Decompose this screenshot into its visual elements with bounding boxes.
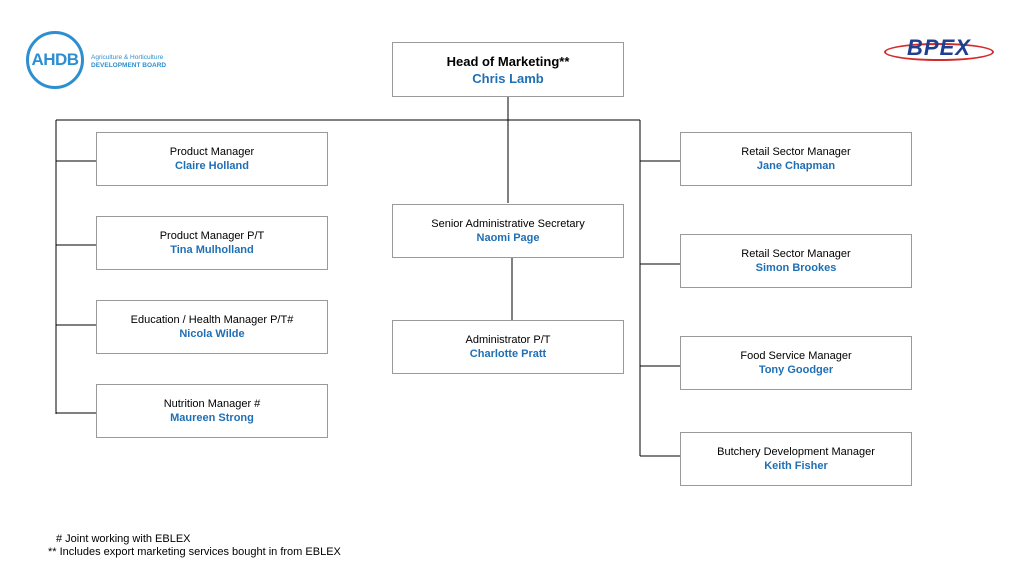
product-manager-pt-box: Product Manager P/T Tina Mulholland [96, 216, 328, 270]
box-role: Senior Administrative Secretary [431, 218, 585, 230]
box-role: Product Manager P/T [159, 230, 265, 242]
ahdb-logo-text: AHDB [31, 50, 79, 69]
butchery-development-manager-box: Butchery Development Manager Keith Fishe… [680, 432, 912, 486]
product-manager-box: Product Manager Claire Holland [96, 132, 328, 186]
ahdb-logo-line2: DEVELOPMENT BOARD [91, 62, 167, 69]
box-person: Charlotte Pratt [469, 348, 547, 360]
box-person: Nicola Wilde [179, 328, 245, 340]
ahdb-logo-line1: Agriculture & Horticulture [91, 54, 164, 61]
box-person: Chris Lamb [472, 70, 544, 86]
box-person: Tina Mulholland [170, 244, 254, 256]
education-health-manager-box: Education / Health Manager P/T# Nicola W… [96, 300, 328, 354]
head-of-marketing-box: Head of Marketing** Chris Lamb [392, 42, 624, 97]
box-role: Retail Sector Manager [741, 248, 851, 260]
box-person: Tony Goodger [758, 364, 834, 376]
bpex-logo-ring [884, 43, 994, 61]
box-role: Administrator P/T [465, 334, 551, 346]
nutrition-manager-box: Nutrition Manager # Maureen Strong [96, 384, 328, 438]
retail-sector-manager-1-box: Retail Sector Manager Jane Chapman [680, 132, 912, 186]
box-person: Keith Fisher [764, 460, 828, 472]
bpex-logo-text: BPEX [907, 35, 971, 60]
bpex-logo: BPEX [884, 34, 996, 64]
box-role: Nutrition Manager # [163, 398, 261, 410]
senior-admin-secretary-box: Senior Administrative Secretary Naomi Pa… [392, 204, 624, 258]
footnotes: # Joint working with EBLEX ** Includes e… [48, 533, 341, 559]
box-role: Retail Sector Manager [741, 146, 851, 158]
footnote-export-services: ** Includes export marketing services bo… [48, 546, 341, 558]
retail-sector-manager-2-box: Retail Sector Manager Simon Brookes [680, 234, 912, 288]
ahdb-logo-subtitle: Agriculture & Horticulture DEVELOPMENT B… [91, 54, 166, 70]
administrator-box: Administrator P/T Charlotte Pratt [392, 320, 624, 374]
ahdb-logo-ring: AHDB [26, 31, 84, 89]
ahdb-logo: AHDB Agriculture & Horticulture DEVELOPM… [26, 31, 186, 95]
box-person: Simon Brookes [755, 262, 837, 274]
box-role: Product Manager [169, 146, 255, 158]
box-person: Jane Chapman [756, 160, 836, 172]
box-person: Claire Holland [175, 160, 249, 172]
box-role: Head of Marketing** [446, 53, 570, 69]
box-person: Maureen Strong [170, 412, 254, 424]
box-role: Butchery Development Manager [717, 446, 875, 458]
box-role: Food Service Manager [740, 350, 852, 362]
box-person: Naomi Page [476, 232, 540, 244]
food-service-manager-box: Food Service Manager Tony Goodger [680, 336, 912, 390]
box-role: Education / Health Manager P/T# [130, 314, 294, 326]
footnote-joint-working: # Joint working with EBLEX [56, 533, 191, 545]
